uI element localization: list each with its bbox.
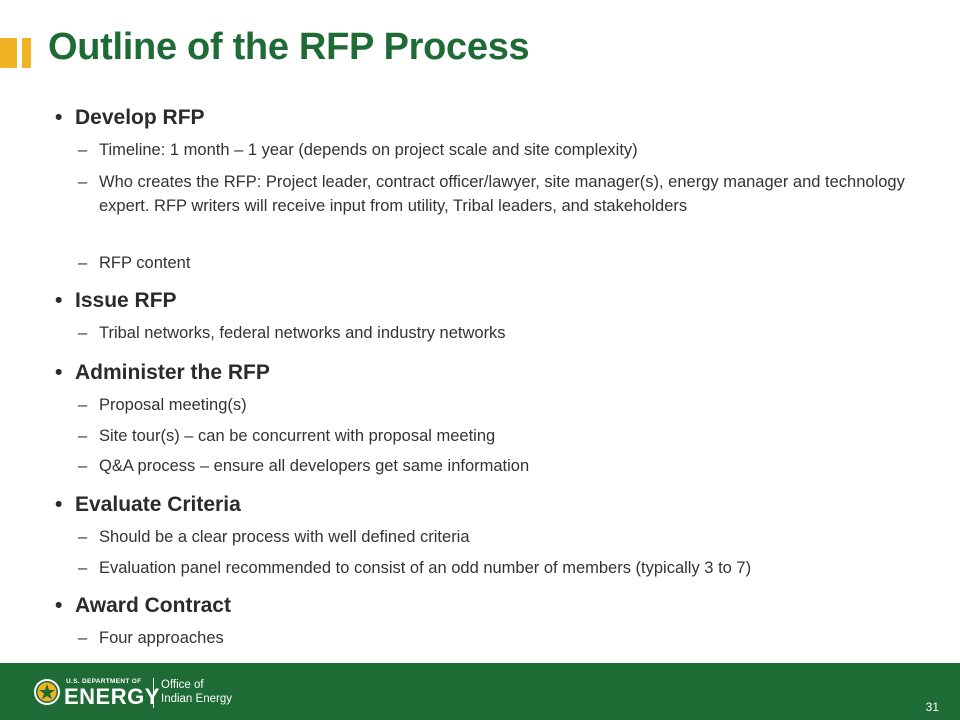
section-heading-text: Award Contract <box>75 594 231 617</box>
office-name: Office of Indian Energy <box>161 678 232 706</box>
dash-glyph: – <box>78 528 88 546</box>
dash-glyph: – <box>78 457 88 475</box>
sub-bullet-text: Site tour(s) – can be concurrent with pr… <box>99 427 496 445</box>
energy-wordmark: ENERGY <box>64 684 160 709</box>
title-accent-bars <box>0 38 40 68</box>
dash-glyph: – <box>78 141 88 159</box>
slide-content: • Develop RFP – Timeline: 1 month – 1 ye… <box>55 106 908 650</box>
sub-bullet: – Who creates the RFP: Project leader, c… <box>78 170 908 218</box>
slide-title: Outline of the RFP Process <box>48 26 530 68</box>
office-line-2: Indian Energy <box>161 693 232 705</box>
section-heading-text: Administer the RFP <box>75 361 270 384</box>
sub-bullet-text: Who creates the RFP: Project leader, con… <box>99 173 905 215</box>
office-line-1: Office of <box>161 679 204 691</box>
section-heading-text: Evaluate Criteria <box>75 493 241 516</box>
logo-divider <box>153 678 154 708</box>
bullet-glyph: • <box>55 594 63 617</box>
sub-bullet-text: Four approaches <box>99 629 224 647</box>
bullet-glyph: • <box>55 493 63 516</box>
bullet-glyph: • <box>55 361 63 384</box>
department-label: U.S. DEPARTMENT OF <box>66 678 142 685</box>
accent-bar-narrow <box>22 38 31 68</box>
sub-bullet: – Four approaches <box>78 626 908 650</box>
dash-glyph: – <box>78 427 88 445</box>
sub-bullet: – Evaluation panel recommended to consis… <box>78 556 908 580</box>
sub-bullet: – Proposal meeting(s) <box>78 393 908 417</box>
sub-bullet-text: Q&A process – ensure all developers get … <box>99 457 530 475</box>
sub-bullet-text: RFP content <box>99 254 191 272</box>
dash-glyph: – <box>78 254 88 272</box>
dash-glyph: – <box>78 396 88 414</box>
doe-seal-icon <box>34 679 60 705</box>
sub-bullet-text: Proposal meeting(s) <box>99 396 247 414</box>
sub-bullet-text: Should be a clear process with well defi… <box>99 528 470 546</box>
sub-bullet: – Site tour(s) – can be concurrent with … <box>78 424 908 448</box>
page-number: 31 <box>925 700 939 714</box>
bullet-glyph: • <box>55 289 63 312</box>
sub-bullet: – Should be a clear process with well de… <box>78 525 908 549</box>
sub-bullet: – Q&A process – ensure all developers ge… <box>78 454 908 478</box>
sub-bullet-text: Timeline: 1 month – 1 year (depends on p… <box>99 141 638 159</box>
sub-bullet: – Timeline: 1 month – 1 year (depends on… <box>78 138 908 162</box>
bullet-glyph: • <box>55 106 63 129</box>
section-heading-text: Issue RFP <box>75 289 177 312</box>
dash-glyph: – <box>78 559 88 577</box>
footer-bar: U.S. DEPARTMENT OF ENERGY Office of Indi… <box>0 663 960 720</box>
sub-bullet-text: Tribal networks, federal networks and in… <box>99 324 506 342</box>
dash-glyph: – <box>78 629 88 647</box>
dash-glyph: – <box>78 324 88 342</box>
sub-bullet-text: Evaluation panel recommended to consist … <box>99 559 752 577</box>
section-heading-text: Develop RFP <box>75 106 205 129</box>
sub-bullet: – RFP content <box>78 251 908 275</box>
sub-bullet: – Tribal networks, federal networks and … <box>78 321 908 345</box>
accent-bar-wide <box>0 38 17 68</box>
dash-glyph: – <box>78 173 88 191</box>
